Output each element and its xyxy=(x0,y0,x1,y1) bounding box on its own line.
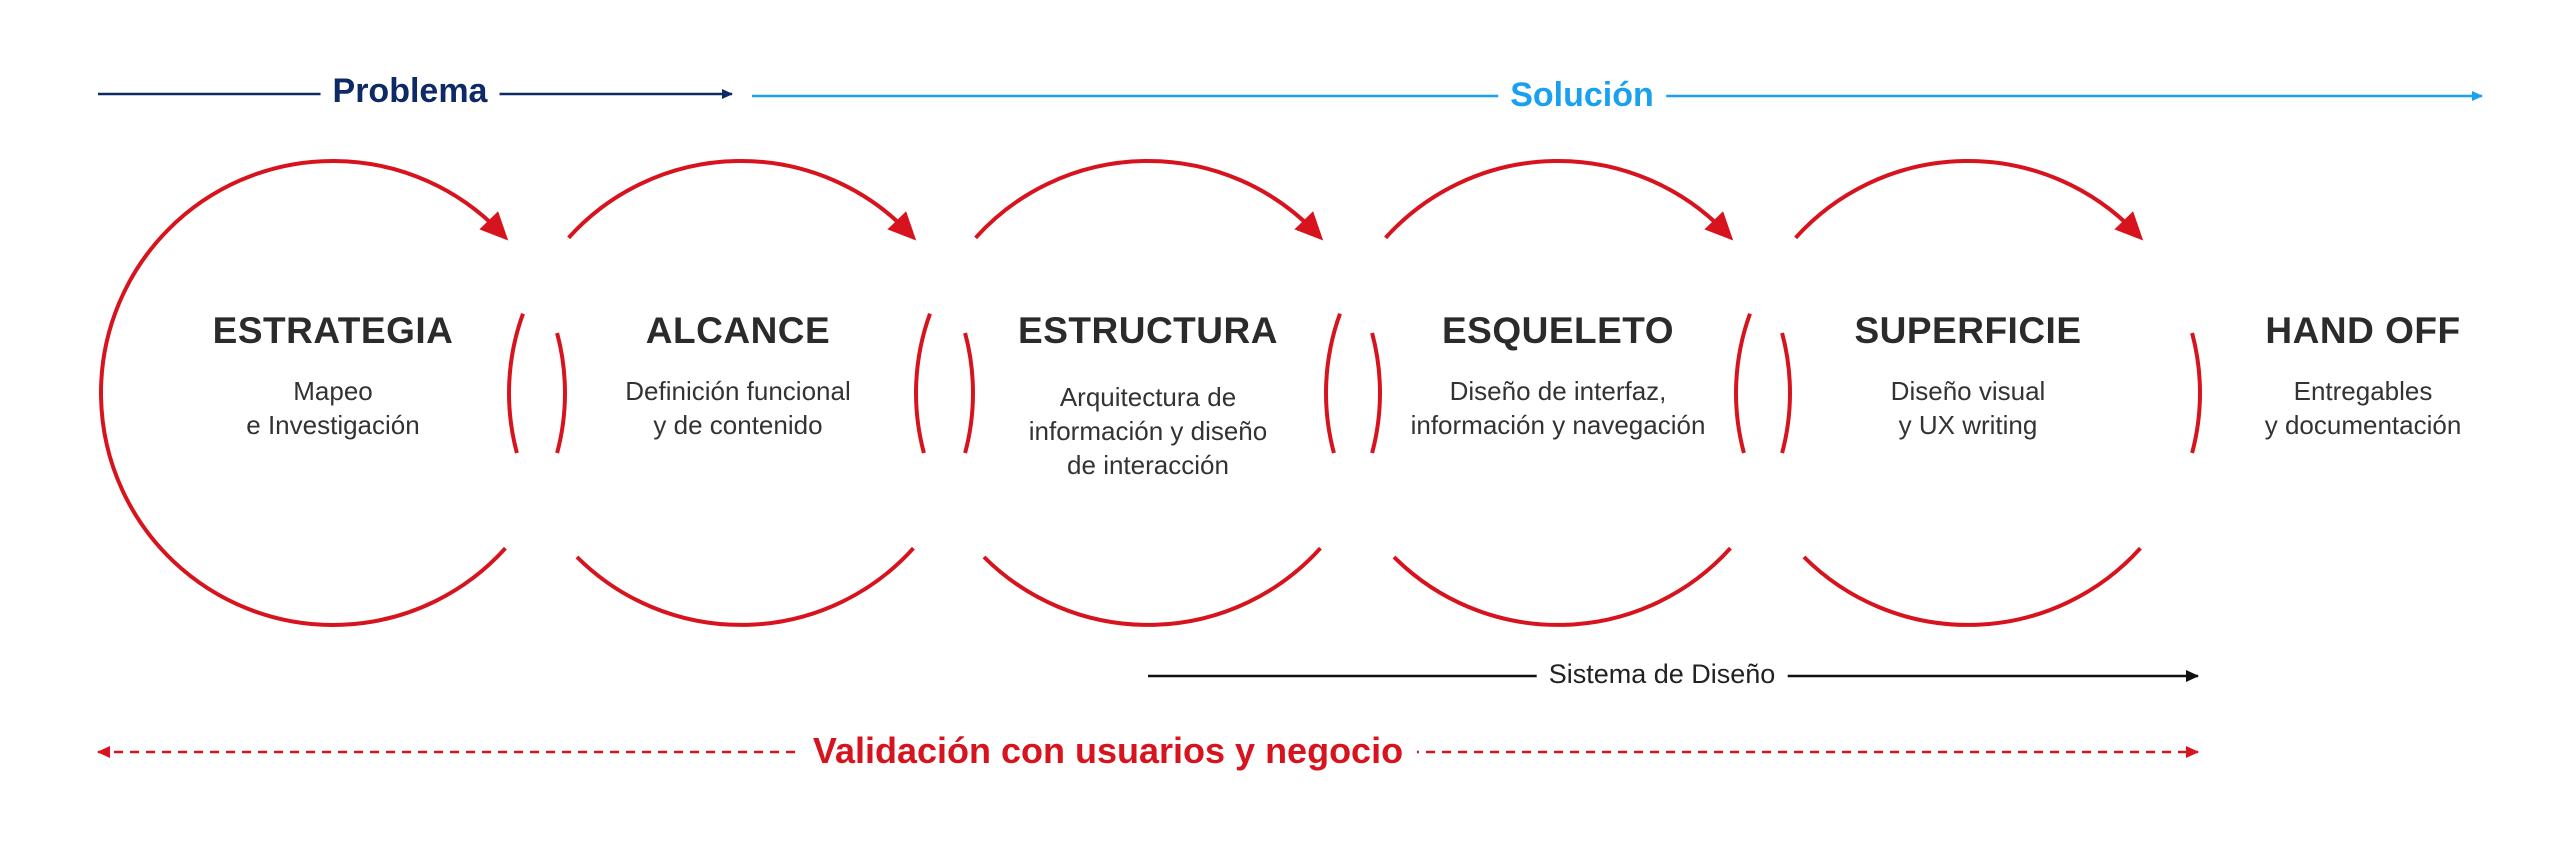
problema-label: Problema xyxy=(320,72,500,111)
phase-title-estrategia: ESTRATEGIA xyxy=(212,310,454,351)
phase-desc-hand-off: Entregables y documentación xyxy=(2264,376,2462,440)
ring-top-arc-superficie xyxy=(1794,159,2137,240)
phase-desc-esqueleto: Diseño de interfaz, información y navega… xyxy=(1410,376,1706,440)
phase-desc-estructura: Arquitectura de información y diseño de … xyxy=(1028,382,1268,480)
phase-title-esqueleto: ESQUELETO xyxy=(1441,310,1675,351)
ring-top-arc-estructura xyxy=(974,159,1317,240)
ring-right-arc-alcance xyxy=(963,332,975,454)
phase-desc-alcance: Definición funcional y de contenido xyxy=(625,376,851,440)
ring-top-arc-alcance-arrowhead xyxy=(887,211,917,241)
ring-arc-estrategia-arrowhead xyxy=(479,211,509,241)
phase-title-estructura: ESTRUCTURA xyxy=(1018,310,1278,351)
sistema-label: Sistema de Diseño xyxy=(1536,659,1788,690)
ring-right-arc-esqueleto xyxy=(1780,332,1792,454)
ring-back-arc-esqueleto xyxy=(1324,313,1342,454)
ring-arc-estrategia xyxy=(99,158,507,627)
phase-title-superficie: SUPERFICIE xyxy=(1854,310,2082,351)
phase-desc-estrategia: Mapeo e Investigación xyxy=(246,376,420,440)
solucion-label: Solución xyxy=(1498,76,1666,115)
ring-right-arc-superficie xyxy=(2190,332,2202,454)
ring-right-arc-estructura xyxy=(1370,332,1382,454)
ring-top-arc-esqueleto xyxy=(1384,159,1727,240)
phase-rings xyxy=(99,158,2202,627)
ring-back-arc-estructura xyxy=(914,313,932,454)
ring-bottom-arc-esqueleto xyxy=(1392,546,1732,627)
ring-back-arc-superficie xyxy=(1734,313,1752,454)
ring-bottom-arc-estructura xyxy=(982,546,1322,627)
ring-right-arc-estrategia xyxy=(555,332,567,454)
ring-bottom-arc-superficie xyxy=(1802,546,2142,627)
ring-top-arc-esqueleto-arrowhead xyxy=(1704,211,1734,241)
ring-bottom-arc-alcance xyxy=(575,546,915,627)
phase-title-alcance: ALCANCE xyxy=(645,310,831,351)
ring-back-arc-alcance xyxy=(507,313,525,454)
phase-title-hand-off: HAND OFF xyxy=(2265,310,2461,351)
ring-top-arc-alcance xyxy=(567,159,910,240)
phase-desc-superficie: Diseño visual y UX writing xyxy=(1890,376,2046,440)
validacion-label: Validación con usuarios y negocio xyxy=(798,730,1418,772)
ring-top-arc-superficie-arrowhead xyxy=(2114,211,2144,241)
ring-top-arc-estructura-arrowhead xyxy=(1294,211,1324,241)
